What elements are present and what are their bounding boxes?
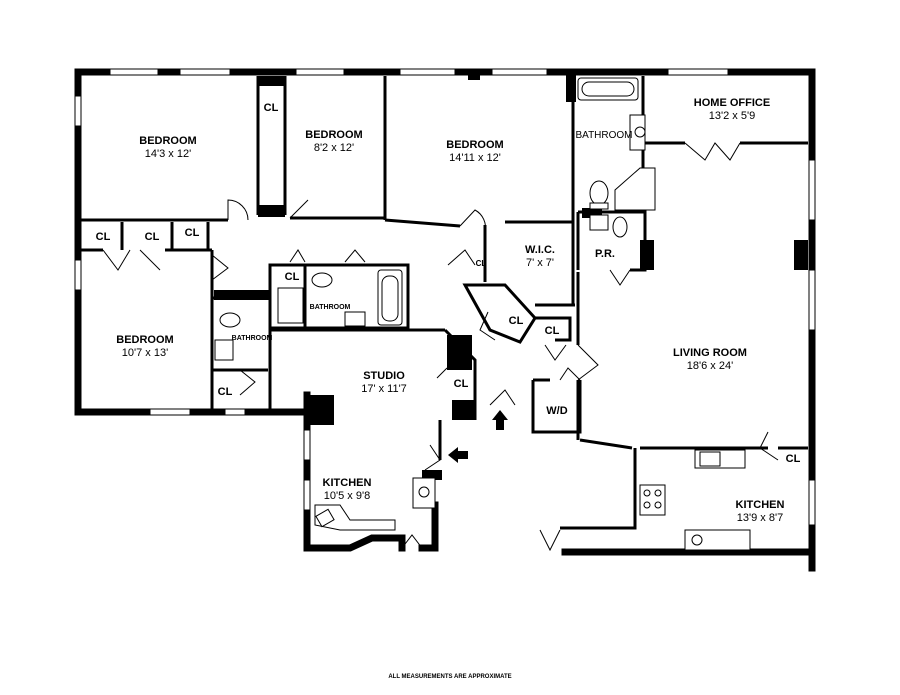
toilet	[589, 180, 609, 206]
bedroom-3-size: 14'11 x 12'	[449, 152, 501, 164]
left-toilet	[219, 312, 241, 328]
living-room-size: 18'6 x 24'	[687, 360, 733, 372]
bedroom-1-size: 14'3 x 12'	[145, 148, 191, 160]
pr-sink	[589, 214, 609, 231]
columns	[214, 72, 808, 480]
closet-label: CL	[96, 231, 111, 243]
bathroom-center-name: BATHROOM	[310, 304, 351, 311]
counter-left	[314, 504, 396, 531]
arrow-up-icon	[492, 410, 508, 430]
closet-label: CL	[476, 259, 487, 268]
closet-label: CL	[454, 378, 469, 390]
door-swings	[102, 142, 779, 552]
closet-label: CL	[185, 227, 200, 239]
home-office-name: HOME OFFICE	[694, 97, 770, 109]
arrow-left-icon	[448, 447, 468, 463]
kitchen-left-size: 10'5 x 9'8	[324, 490, 370, 502]
bedroom-4-size: 10'7 x 13'	[122, 347, 168, 359]
center-sink	[277, 287, 304, 324]
pr-toilet	[612, 216, 628, 238]
kitchen-right-size: 13'9 x 8'7	[737, 512, 783, 524]
kitchen-left-name: KITCHEN	[323, 477, 372, 489]
bedroom-3-name: BEDROOM	[446, 139, 503, 151]
kitchen-right-stove	[639, 484, 666, 516]
closet-label: CL	[218, 386, 233, 398]
bathroom-left-name: BATHROOM	[232, 335, 273, 342]
bedroom-2-name: BEDROOM	[305, 129, 362, 141]
footer-note: ALL MEASUREMENTS ARE APPROXIMATE	[388, 674, 511, 680]
closet-label: CL	[786, 453, 801, 465]
wic-name: W.I.C.	[525, 244, 555, 256]
wall-kitchen-bottom-right	[418, 501, 439, 552]
powder-room-name: P.R.	[595, 248, 615, 260]
interior-walls	[80, 76, 808, 530]
studio-size: 17' x 11'7	[361, 383, 407, 395]
closet-label: CL	[145, 231, 160, 243]
closet-label: CL	[545, 325, 560, 337]
entry-arrows	[448, 410, 508, 463]
closet-label: CL	[264, 102, 279, 114]
bedroom-4-name: BEDROOM	[116, 334, 173, 346]
closet-label: CL	[285, 271, 300, 283]
fixtures	[214, 77, 751, 551]
center-toilet	[311, 272, 333, 288]
bedroom-1-name: BEDROOM	[139, 135, 196, 147]
washer-dryer-name: W/D	[546, 405, 567, 417]
bathroom-main-name: BATHROOM	[575, 130, 632, 141]
bedroom-2-size: 8'2 x 12'	[314, 142, 354, 154]
windows	[74, 68, 816, 526]
living-room-name: LIVING ROOM	[673, 347, 747, 359]
room-labels: BEDROOM 14'3 x 12' BEDROOM 8'2 x 12' BED…	[116, 97, 784, 524]
closet-label: CL	[509, 315, 524, 327]
kitchen-right-island	[684, 529, 751, 551]
studio-name: STUDIO	[363, 370, 405, 382]
closet-labels: CL CL CL CL CL CL CL CL CL CL CL	[96, 102, 801, 465]
shower	[614, 167, 656, 211]
home-office-size: 13'2 x 5'9	[709, 110, 755, 122]
wic-size: 7' x 7'	[526, 257, 554, 269]
left-sink	[214, 339, 234, 361]
kitchen-right-name: KITCHEN	[736, 499, 785, 511]
wall-kitchen-bottom	[303, 534, 406, 552]
